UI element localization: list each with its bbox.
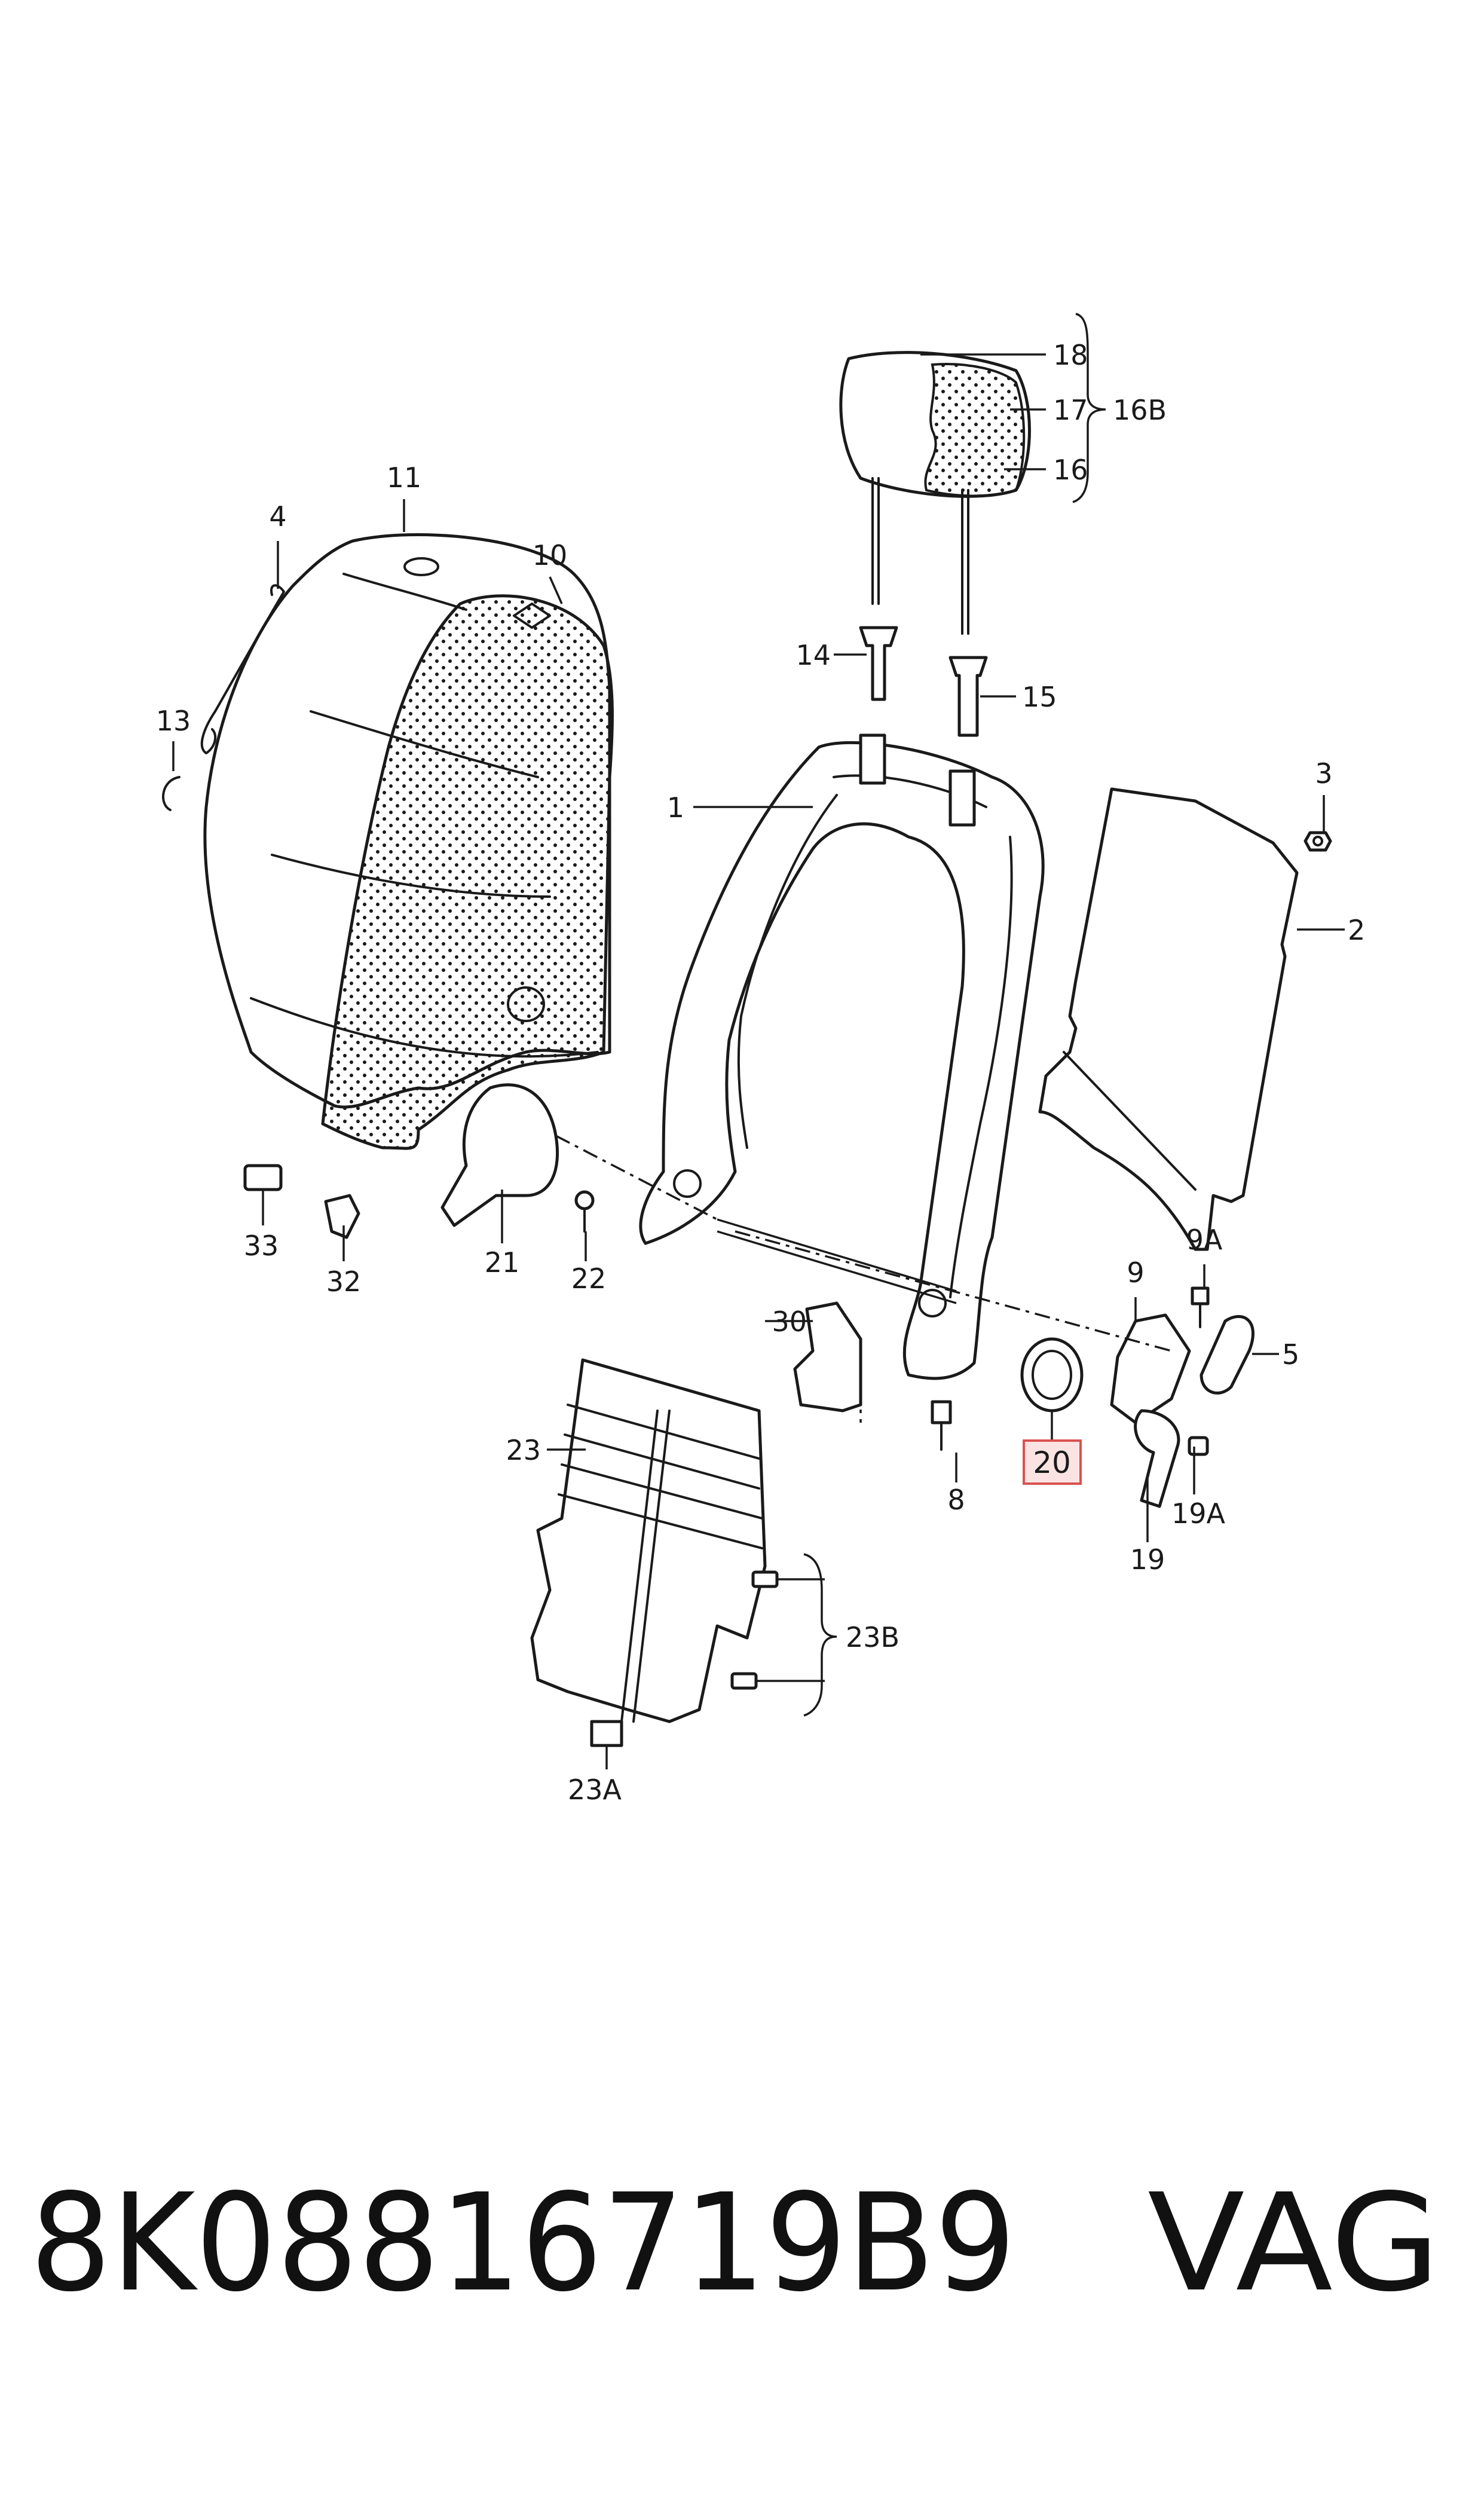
backrest-frame: [639, 733, 1045, 1380]
screw-9a: [1191, 1286, 1210, 1328]
callout-14: 14: [795, 639, 831, 671]
callout-labels: 1 2 3 4 5 8 9 9A 10 11 13 14 15 16 16B 1…: [156, 339, 1366, 1806]
headrest-guide-left: [859, 626, 898, 701]
adjust-lever: [1134, 1409, 1180, 1508]
callout-3: 3: [1315, 757, 1332, 790]
callout-20: 20: [1033, 1445, 1071, 1480]
callout-8: 8: [947, 1484, 965, 1516]
callout-33: 33: [244, 1230, 279, 1262]
callout-5: 5: [1282, 1338, 1299, 1371]
callout-19a: 19A: [1171, 1497, 1226, 1530]
callout-17: 17: [1053, 394, 1088, 426]
callout-23: 23: [506, 1434, 541, 1466]
callout-11: 11: [387, 461, 422, 494]
callout-15: 15: [1022, 681, 1057, 713]
brace-23b: [803, 1553, 837, 1717]
assembly-axis-lines: [555, 1135, 1172, 1423]
backrest-padding: [321, 594, 614, 1150]
bracket: [793, 1301, 862, 1413]
back-panel: [1038, 787, 1299, 1251]
callout-2: 2: [1348, 914, 1365, 946]
callout-18: 18: [1053, 339, 1088, 371]
callout-23a: 23A: [568, 1774, 622, 1806]
screw: [574, 1190, 595, 1233]
callout-1: 1: [667, 791, 684, 824]
callout-32: 32: [326, 1265, 362, 1298]
brand: VAG: [1148, 2165, 1440, 2322]
side-trim: [440, 1083, 559, 1227]
recliner-knob: [1020, 1337, 1084, 1413]
lever-cap: [1188, 1436, 1209, 1456]
lumbar-support: [530, 1358, 767, 1747]
footer: 8K08816719B9 VAG: [0, 2128, 1484, 2355]
spring-upper: [751, 1570, 779, 1588]
part-number: 8K08816719B9: [30, 2165, 1016, 2322]
highlight-box: [1023, 1439, 1082, 1485]
callout-4: 4: [269, 500, 286, 533]
callout-16: 16: [1053, 454, 1088, 486]
leader-lines: [172, 353, 1345, 1769]
callout-10: 10: [533, 539, 568, 571]
c-clip: [162, 776, 180, 811]
clip-32: [324, 1194, 360, 1239]
headrest: [839, 351, 1031, 635]
callout-19: 19: [1130, 1543, 1165, 1576]
callout-9a: 9A: [1186, 1224, 1223, 1256]
highlighted-callout: 20: [1023, 1439, 1082, 1485]
callout-23b: 23B: [846, 1621, 899, 1653]
bolt: [931, 1400, 952, 1451]
nut: [1304, 831, 1332, 852]
headrest-guide-right: [948, 656, 988, 737]
callout-30: 30: [772, 1306, 807, 1338]
side-cover: [1200, 1314, 1254, 1395]
clip-33: [243, 1164, 283, 1191]
footer-text: 8K08816719B9 VAG: [30, 2165, 1440, 2322]
callout-13: 13: [156, 705, 191, 737]
spring-clip: [200, 584, 285, 754]
callout-21: 21: [485, 1246, 520, 1279]
callout-9: 9: [1127, 1257, 1144, 1289]
callout-22: 22: [571, 1262, 607, 1295]
brace-16b: [1072, 313, 1106, 503]
spring-lower: [730, 1672, 758, 1690]
recliner-mechanism: [1110, 1313, 1191, 1424]
callout-16b: 16B: [1113, 394, 1167, 426]
